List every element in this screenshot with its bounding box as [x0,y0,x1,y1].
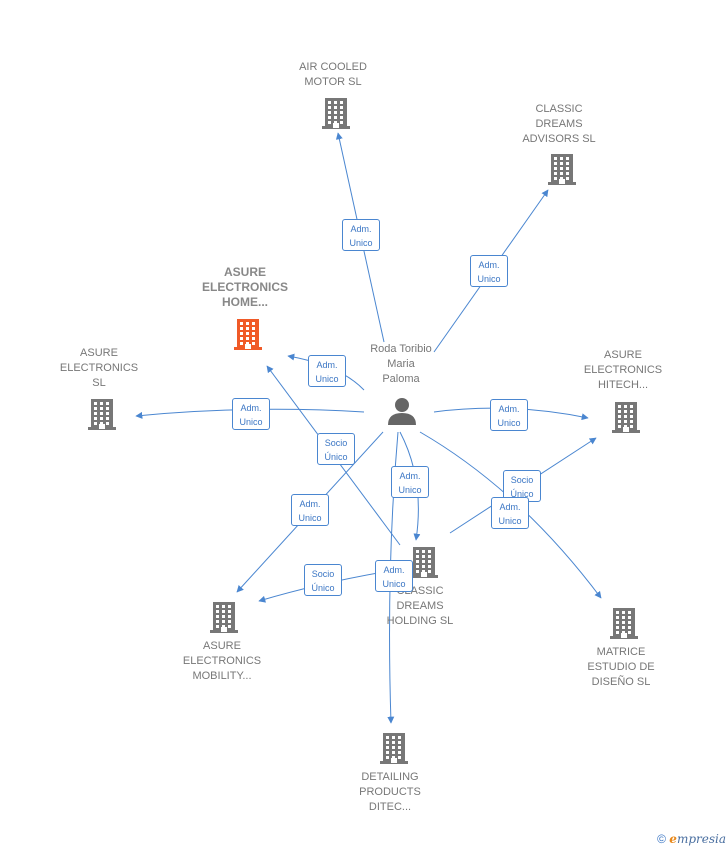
building-icon-cdh[interactable] [408,545,440,579]
building-icon-asl[interactable] [86,397,118,431]
relation-badge-socio2[interactable]: Socio Único [503,470,541,502]
building-icon-home[interactable] [232,317,264,351]
company-label-air[interactable]: AIR COOLED MOTOR SL [299,61,367,88]
brand-logo-letter: e [669,832,677,846]
company-label-asl[interactable]: ASURE ELECTRONICS SL [59,347,139,389]
relation-badge-air[interactable]: Adm. Unico [342,219,380,251]
relation-badge-socio1[interactable]: Socio Único [317,433,355,465]
building-icon-cda[interactable] [546,152,578,186]
company-label-home[interactable]: ASURE ELECTRONICS HOME... [201,265,288,309]
company-label-det[interactable]: DETAILING PRODUCTS DITEC... [359,771,421,813]
copyright-icon: © [657,832,666,846]
relation-badge-mat[interactable]: Adm. Unico [491,497,529,529]
company-label-cda[interactable]: CLASSIC DREAMS ADVISORS SL [522,103,596,145]
relation-badge-det[interactable]: Adm. Unico [375,560,413,592]
relation-badge-cda[interactable]: Adm. Unico [470,255,508,287]
relation-badge-home[interactable]: Adm. Unico [308,355,346,387]
relation-badge-asl[interactable]: Adm. Unico [232,398,270,430]
person-name[interactable]: Roda Toribio Maria Paloma [370,343,432,385]
relation-badge-cdh[interactable]: Adm. Unico [391,466,429,498]
company-label-mat[interactable]: MATRICE ESTUDIO DE DISEÑO SL [587,646,655,688]
building-icon-det[interactable] [378,731,410,765]
company-label-hitech[interactable]: ASURE ELECTRONICS HITECH... [583,349,663,391]
relation-badge-hitech[interactable]: Adm. Unico [490,399,528,431]
company-label-mob[interactable]: ASURE ELECTRONICS MOBILITY... [182,640,262,682]
building-icon-mat[interactable] [608,606,640,640]
relation-badge-mob[interactable]: Adm. Unico [291,494,329,526]
person-icon[interactable] [386,395,418,427]
building-icon-air[interactable] [320,96,352,130]
footer-brand[interactable]: © empresia [657,832,726,846]
relation-badge-socio3[interactable]: Socio Único [304,564,342,596]
building-icon-mob[interactable] [208,600,240,634]
brand-logo-text: mpresia [676,832,726,846]
building-icon-hitech[interactable] [610,400,642,434]
